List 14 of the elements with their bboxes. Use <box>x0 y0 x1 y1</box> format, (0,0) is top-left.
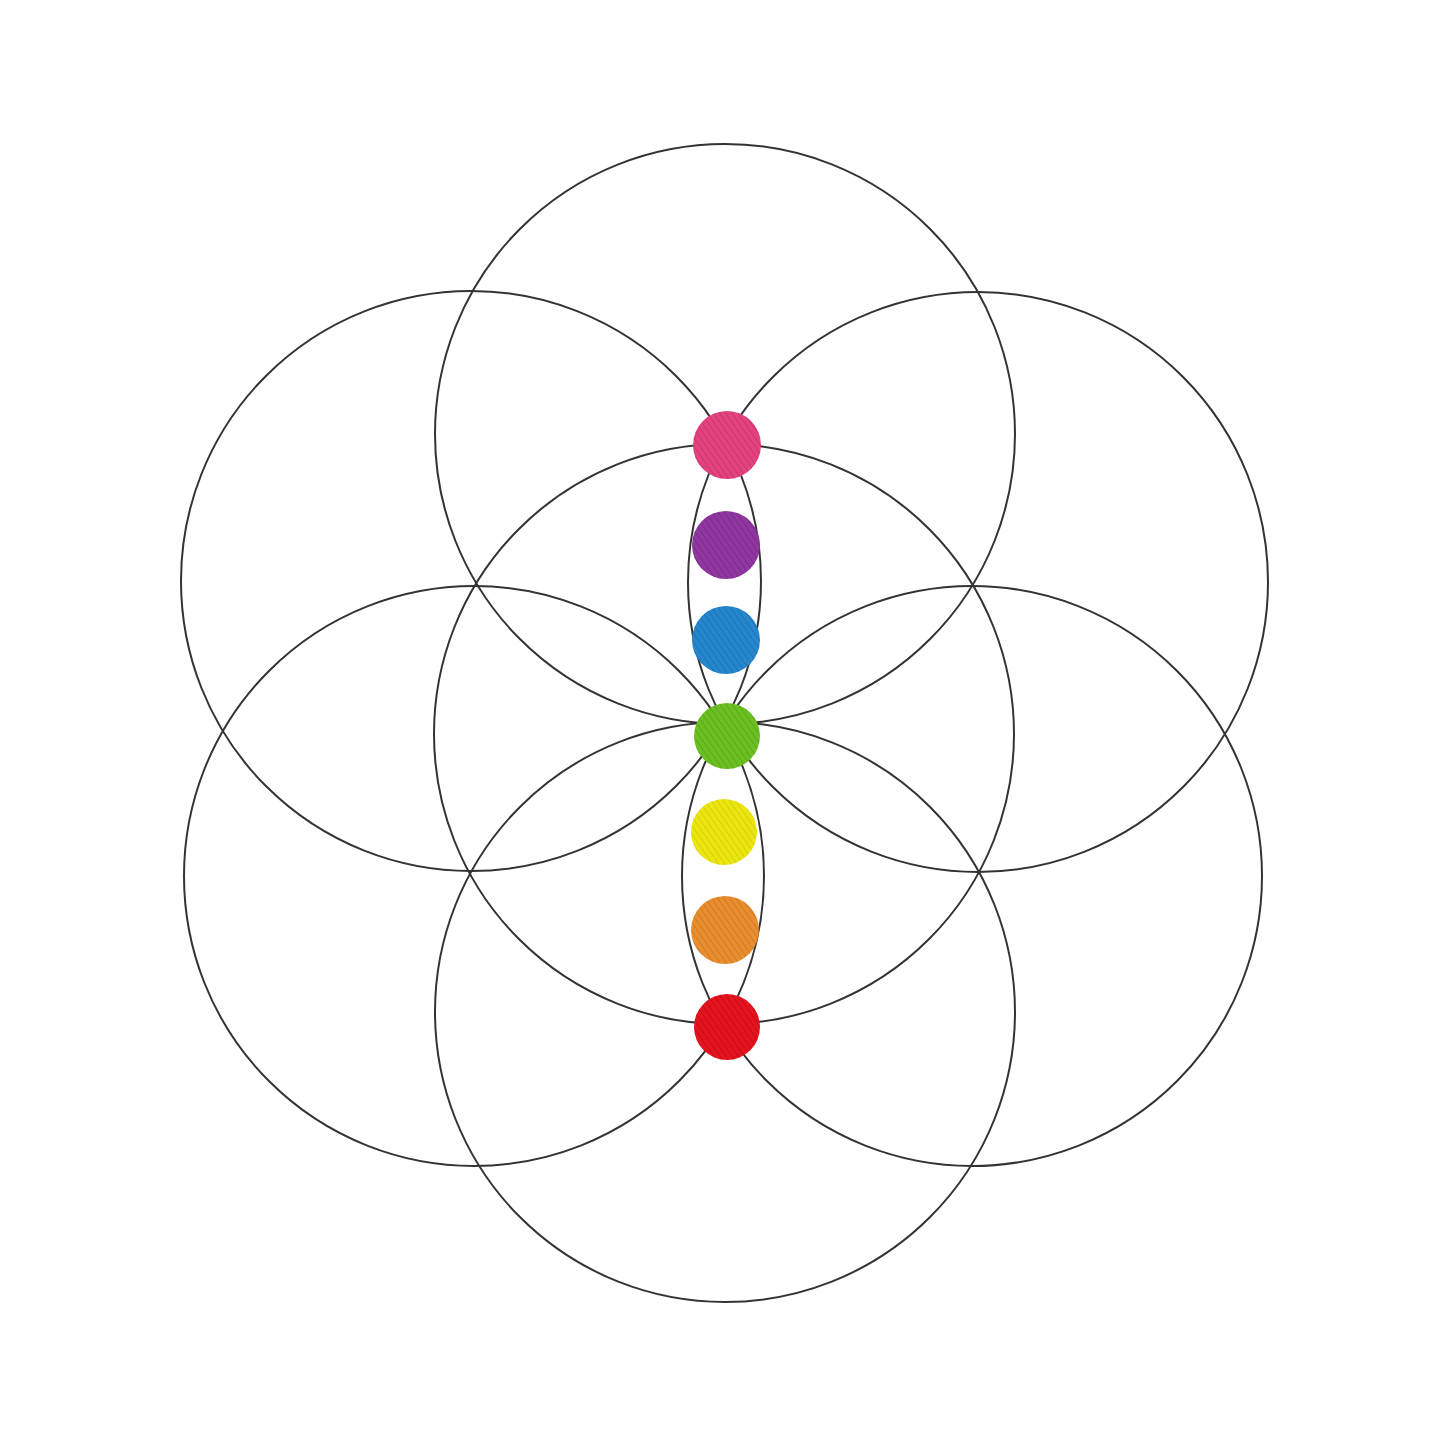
filled-dot <box>693 411 761 479</box>
filled-dot <box>692 606 760 674</box>
circle-outline <box>687 291 1269 873</box>
circle-outline <box>180 290 762 872</box>
filled-dot <box>694 994 760 1060</box>
circle-outline <box>183 585 765 1167</box>
circle-outline <box>434 143 1016 725</box>
filled-dot <box>694 703 760 769</box>
filled-dot <box>691 896 759 964</box>
circle-outline <box>681 585 1263 1167</box>
filled-dot <box>692 511 760 579</box>
filled-dot <box>691 799 757 865</box>
circle-outline <box>433 443 1015 1025</box>
circle-outline <box>434 721 1016 1303</box>
